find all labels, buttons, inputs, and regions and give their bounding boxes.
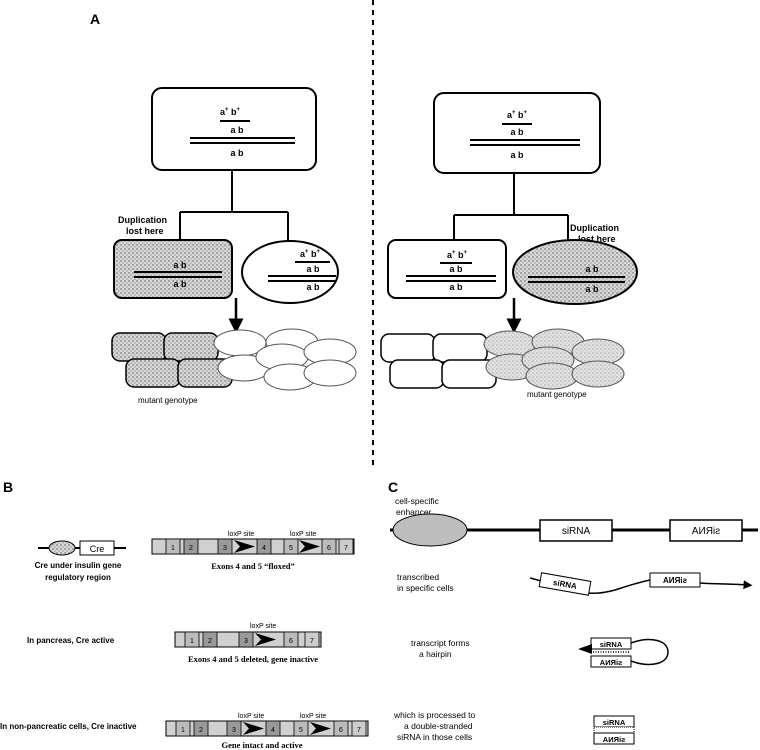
mutant-genotype-caption: mutant genotype — [138, 396, 198, 405]
mutant-daughter-oval: a b a b — [512, 239, 638, 305]
svg-text:enhancer: enhancer — [396, 507, 432, 517]
sirna-construct: siRNA siRNA — [390, 513, 758, 547]
enhancer-label: cell-specific — [395, 496, 440, 506]
sirna-label: siRNA — [562, 526, 591, 537]
sirna-mirror-label: siRNA — [692, 526, 721, 537]
panel-b-label: B — [3, 479, 13, 495]
svg-text:regulatory region: regulatory region — [45, 573, 111, 582]
svg-text:a b: a b — [230, 125, 244, 135]
svg-text:Cre under insulin gene: Cre under insulin gene — [35, 561, 122, 570]
svg-text:siRNA: siRNA — [552, 578, 577, 591]
dsrna: siRNA siRNA — [593, 715, 635, 745]
svg-text:7: 7 — [344, 545, 348, 552]
cre-label: Cre — [90, 544, 105, 554]
tissue-left — [111, 328, 357, 391]
svg-text:a+ b+: a+ b+ — [447, 250, 468, 260]
step-hairpin: transcript forms — [411, 638, 470, 648]
svg-text:a b: a b — [306, 264, 320, 274]
panel-a-label: A — [90, 11, 100, 27]
svg-text:1: 1 — [181, 727, 185, 734]
svg-text:6: 6 — [289, 638, 293, 645]
duplication-lost-label-right: Duplication — [570, 223, 619, 233]
svg-text:a+ b+: a+ b+ — [220, 107, 241, 117]
svg-text:a b: a b — [585, 284, 599, 294]
svg-text:siRNA in those cells: siRNA in those cells — [397, 732, 472, 742]
svg-text:a double-stranded: a double-stranded — [404, 721, 473, 731]
svg-text:a b: a b — [510, 150, 524, 160]
svg-text:a b: a b — [173, 279, 187, 289]
deleted-gene: 1 2 3 6 7 — [174, 631, 322, 648]
svg-text:siRNA: siRNA — [602, 735, 625, 744]
svg-text:a hairpin: a hairpin — [419, 649, 452, 659]
svg-text:a+ b+: a+ b+ — [507, 110, 528, 120]
mutant-genotype-caption-right: mutant genotype — [527, 390, 587, 399]
svg-text:a b: a b — [230, 148, 244, 158]
svg-text:a b: a b — [306, 282, 320, 292]
svg-text:a b: a b — [449, 282, 463, 292]
svg-text:siRNA: siRNA — [663, 576, 687, 585]
svg-text:in specific cells: in specific cells — [397, 583, 454, 593]
svg-text:siRNA: siRNA — [603, 718, 626, 727]
svg-text:a b: a b — [510, 127, 524, 137]
step-processed: which is processed to — [393, 710, 476, 720]
exons-floxed-caption: Exons 4 and 5 “floxed” — [211, 561, 295, 571]
pancreas-label: In pancreas, Cre active — [27, 636, 115, 645]
svg-text:7: 7 — [310, 638, 314, 645]
svg-text:siRNA: siRNA — [600, 640, 623, 649]
floxed-gene: 1 2 3 4 5 6 7 — [151, 538, 355, 555]
wildtype-daughter-cell: a+ b+ a b a b — [241, 240, 339, 304]
deleted-caption: Exons 4 and 5 deleted, gene inactive — [188, 654, 318, 664]
svg-text:a b: a b — [585, 264, 599, 274]
svg-text:2: 2 — [208, 638, 212, 645]
mutant-daughter-cell: a b a b — [113, 239, 233, 299]
cre-construct: Cre — [38, 540, 126, 556]
hairpin: siRNA siRNA — [578, 637, 669, 668]
svg-text:6: 6 — [327, 545, 331, 552]
tissue-right — [380, 328, 625, 390]
svg-text:5: 5 — [289, 545, 293, 552]
loxp-label: loxP site — [250, 623, 276, 630]
loxp-label: loxP site — [238, 713, 264, 720]
svg-text:a+ b+: a+ b+ — [300, 249, 321, 259]
parent-cell-right: a+ b+ a b a b — [433, 92, 601, 174]
intact-caption: Gene intact and active — [222, 740, 303, 750]
svg-text:lost here: lost here — [578, 234, 616, 244]
svg-text:3: 3 — [244, 638, 248, 645]
svg-text:a b: a b — [449, 264, 463, 274]
svg-text:2: 2 — [189, 545, 193, 552]
wildtype-daughter-box: a+ b+ a b a b — [387, 239, 507, 299]
svg-text:2: 2 — [199, 727, 203, 734]
svg-text:1: 1 — [171, 545, 175, 552]
nonpancreatic-label: In non-pancreatic cells, Cre inactive — [0, 722, 137, 731]
svg-text:7: 7 — [357, 727, 361, 734]
svg-text:4: 4 — [262, 545, 266, 552]
step-transcribed: transcribed — [397, 572, 439, 582]
intact-gene: 1 2 3 4 5 6 7 — [165, 720, 369, 737]
loxp-label: loxP site — [290, 531, 316, 538]
svg-text:6: 6 — [339, 727, 343, 734]
svg-text:3: 3 — [223, 545, 227, 552]
svg-text:4: 4 — [271, 727, 275, 734]
svg-text:siRNA: siRNA — [599, 658, 622, 667]
panel-c-label: C — [388, 479, 398, 495]
loxp-label: loxP site — [300, 713, 326, 720]
duplication-lost-label: Duplication — [118, 215, 167, 225]
svg-text:lost here: lost here — [126, 226, 164, 236]
svg-text:5: 5 — [299, 727, 303, 734]
transcript: siRNA siRNA — [529, 572, 753, 596]
svg-text:3: 3 — [232, 727, 236, 734]
parent-cell-left: a+ b+ a b a b — [151, 87, 317, 171]
svg-text:1: 1 — [190, 638, 194, 645]
loxp-label: loxP site — [228, 531, 254, 538]
svg-text:a b: a b — [173, 260, 187, 270]
